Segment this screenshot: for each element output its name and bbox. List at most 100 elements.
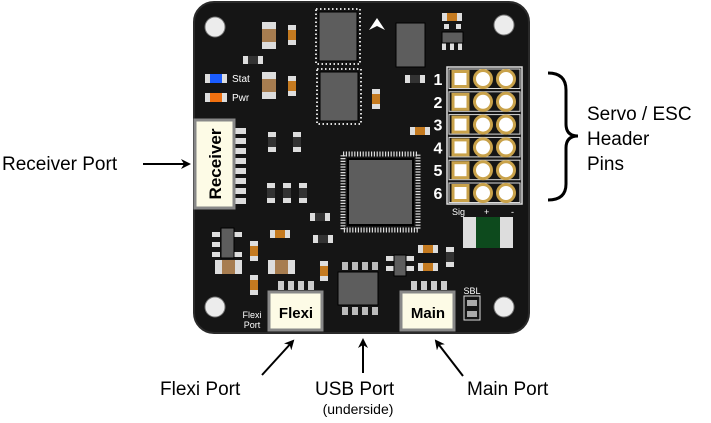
ground-pin-pad [496,114,516,135]
servo-header-row: 5 [434,159,521,181]
usb-chip [337,262,379,315]
resistor [418,245,438,253]
sensor-chip-top [315,8,361,65]
servo-channel-number: 6 [434,186,443,203]
main-port-callout: Main Port [467,379,549,400]
resistor [250,275,258,295]
flexi-port-arrow [261,339,295,376]
sbl-label: SBL [463,286,480,296]
regulator-chip [395,22,426,68]
servo-channel-number: 1 [434,72,443,89]
servo-header-row: 1 [434,68,521,89]
dark-resistor [293,132,301,152]
servo-channel-number: 3 [434,118,443,135]
signal-pin-pad [451,70,470,88]
signal-pin-pad [451,138,470,157]
dark-resistor [446,247,454,267]
passive-components [215,13,462,295]
ic-chips [212,8,464,315]
dark-resistor [310,213,330,221]
dark-resistor [243,56,263,64]
power-pin-pad [473,91,493,112]
header-col-plus: + [484,207,489,217]
resistor [270,230,290,238]
pwr-label: Pwr [232,93,250,104]
ground-pin-pad [496,69,516,89]
signal-pin-pad [451,184,470,202]
signal-pin-pad [451,92,470,111]
sensor-chip-middle [316,68,362,125]
main-connector[interactable]: Main [399,281,456,332]
flexi-silk-label-2: Port [244,320,261,330]
mounting-hole [493,296,515,318]
pwr-led [205,93,227,102]
mounting-hole [493,14,515,36]
small-transistor-top [441,24,464,50]
fuse-component [463,217,513,248]
dark-resistor [299,183,307,203]
servo-header-brace [547,71,579,202]
capacitor [215,260,242,274]
small-transistor-left [212,227,242,259]
servo-channel-number: 5 [434,163,443,180]
resistor [410,127,430,135]
receiver-connector-label: Receiver [206,128,225,199]
receiver-port-callout: Receiver Port [2,154,118,175]
resistor [418,263,438,271]
servo-channel-number: 4 [434,140,443,157]
power-pin-pad [473,69,493,89]
servo-callout-line3: Pins [587,154,624,175]
power-pin-pad [473,160,493,181]
power-pin-pad [473,114,493,135]
dark-resistor [268,132,276,152]
servo-header-row: 6 [434,182,521,203]
resistor [320,261,328,281]
servo-channel-number: 2 [434,95,443,112]
dark-resistor [313,235,333,243]
main-port-arrow [434,339,464,377]
servo-header-row: 3 [434,114,521,135]
ground-pin-pad [496,91,516,112]
small-transistor-right [386,254,414,277]
dark-resistor [405,75,425,83]
flexi-port-callout: Flexi Port [160,379,241,400]
flexi-connector[interactable]: Flexi [267,281,324,332]
dark-resistor [267,183,275,203]
ground-pin-pad [496,183,516,203]
main-connector-label: Main [411,305,445,322]
usb-port-callout: USB Port [315,379,395,400]
capacitor [268,260,295,274]
mounting-hole [204,296,226,318]
stat-led [205,74,227,83]
resistor [442,13,462,21]
servo-header [446,66,523,205]
servo-header-row: 4 [434,136,521,158]
ground-pin-pad [496,160,516,181]
flexi-connector-label: Flexi [279,305,313,322]
mcu-chip [340,151,421,233]
dark-resistor [283,183,291,203]
mounting-hole [204,16,226,38]
sbl-jumper[interactable] [463,295,481,321]
receiver-connector[interactable]: Receiver [193,118,246,210]
resistor [288,25,296,45]
mounting-holes [204,14,515,318]
servo-header-row: 2 [434,91,521,112]
resistor [372,89,380,109]
header-col-sig: Sig [452,207,465,217]
power-pin-pad [473,183,493,203]
resistor [288,76,296,96]
servo-callout-line1: Servo / ESC [587,104,692,125]
usb-port-note: (underside) [323,401,394,417]
signal-pin-pad [451,161,470,180]
servo-callout-line2: Header [587,129,650,150]
capacitor [262,72,276,99]
stat-label: Stat [232,74,250,85]
orientation-arrow-icon [369,18,385,30]
capacitor [262,22,276,49]
resistor [250,241,258,261]
signal-pin-pad [451,115,470,134]
flexi-silk-label: Flexi [242,310,261,320]
ground-pin-pad [496,137,516,158]
